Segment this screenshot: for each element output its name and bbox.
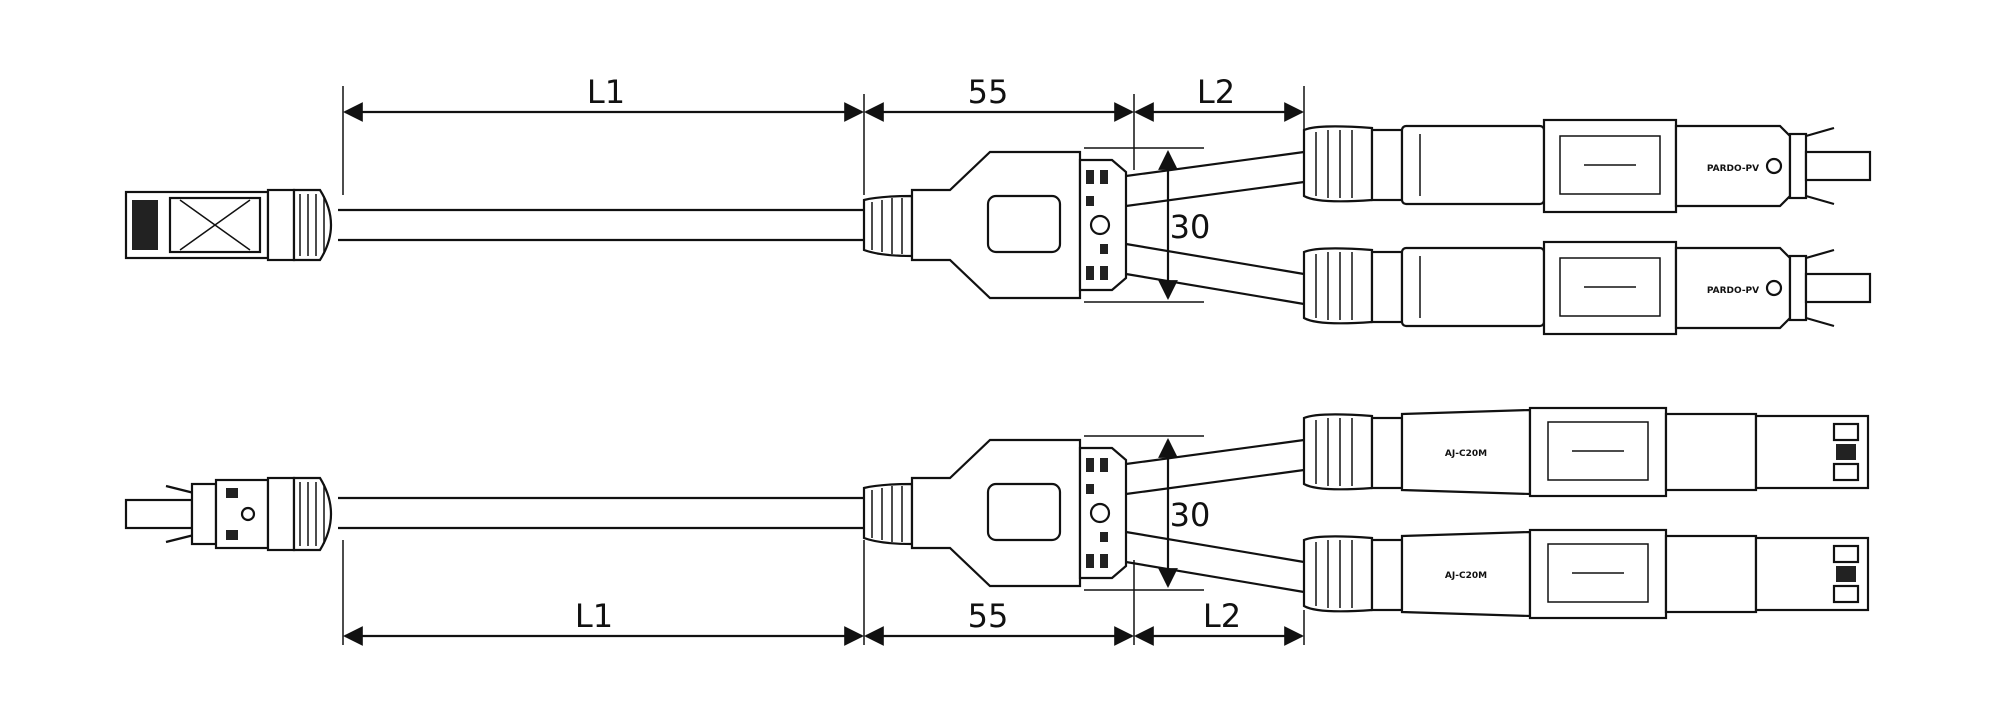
top-connector-2-label: PARDO-PV: [1707, 286, 1759, 296]
bottom-branch-cable-2a: [1125, 530, 1305, 564]
bottom-dimensions: L1 55 L2 30: [342, 435, 1305, 646]
bottom-branch-connector-1: AJ-C20M: [1302, 406, 1870, 498]
top-branch-cable-2a: [1125, 242, 1305, 276]
bottom-connector-1-label: AJ-C20M: [1445, 449, 1487, 459]
bottom-branch-cable-1b: [1125, 468, 1305, 496]
bottom-branch-cable-2b: [1125, 560, 1305, 594]
bottom-assembly: AJ-C20M AJ-C20M: [124, 406, 1870, 646]
bottom-left-connector: [124, 476, 332, 552]
bottom-l1-label: L1: [575, 597, 613, 635]
bottom-30-label: 30: [1170, 496, 1211, 534]
top-dimensions: L1 55 L2 30: [342, 73, 1305, 303]
bottom-branch-cable-1a: [1125, 438, 1305, 466]
top-y-body: [862, 150, 1128, 300]
bottom-55-label: 55: [968, 597, 1009, 635]
top-l2-label: L2: [1197, 73, 1235, 111]
bottom-connector-2-label: AJ-C20M: [1445, 571, 1487, 581]
top-55-label: 55: [968, 73, 1009, 111]
bottom-l2-label: L2: [1203, 597, 1241, 635]
top-branch-cable-1b: [1125, 180, 1305, 208]
top-connector-1-label: PARDO-PV: [1707, 164, 1759, 174]
top-branch-cable-2b: [1125, 272, 1305, 306]
bottom-branch-connector-2: AJ-C20M: [1302, 528, 1870, 620]
top-30-label: 30: [1170, 208, 1211, 246]
top-left-connector: [124, 188, 332, 262]
top-branch-connector-2: PARDO-PV: [1302, 240, 1872, 336]
top-branch-connector-1: PARDO-PV: [1302, 118, 1872, 214]
top-l1-label: L1: [587, 73, 625, 111]
top-assembly: PARDO-PV PARDO-PV: [124, 73, 1872, 336]
top-branch-cable-1a: [1125, 150, 1305, 178]
bottom-y-body: [862, 438, 1128, 588]
